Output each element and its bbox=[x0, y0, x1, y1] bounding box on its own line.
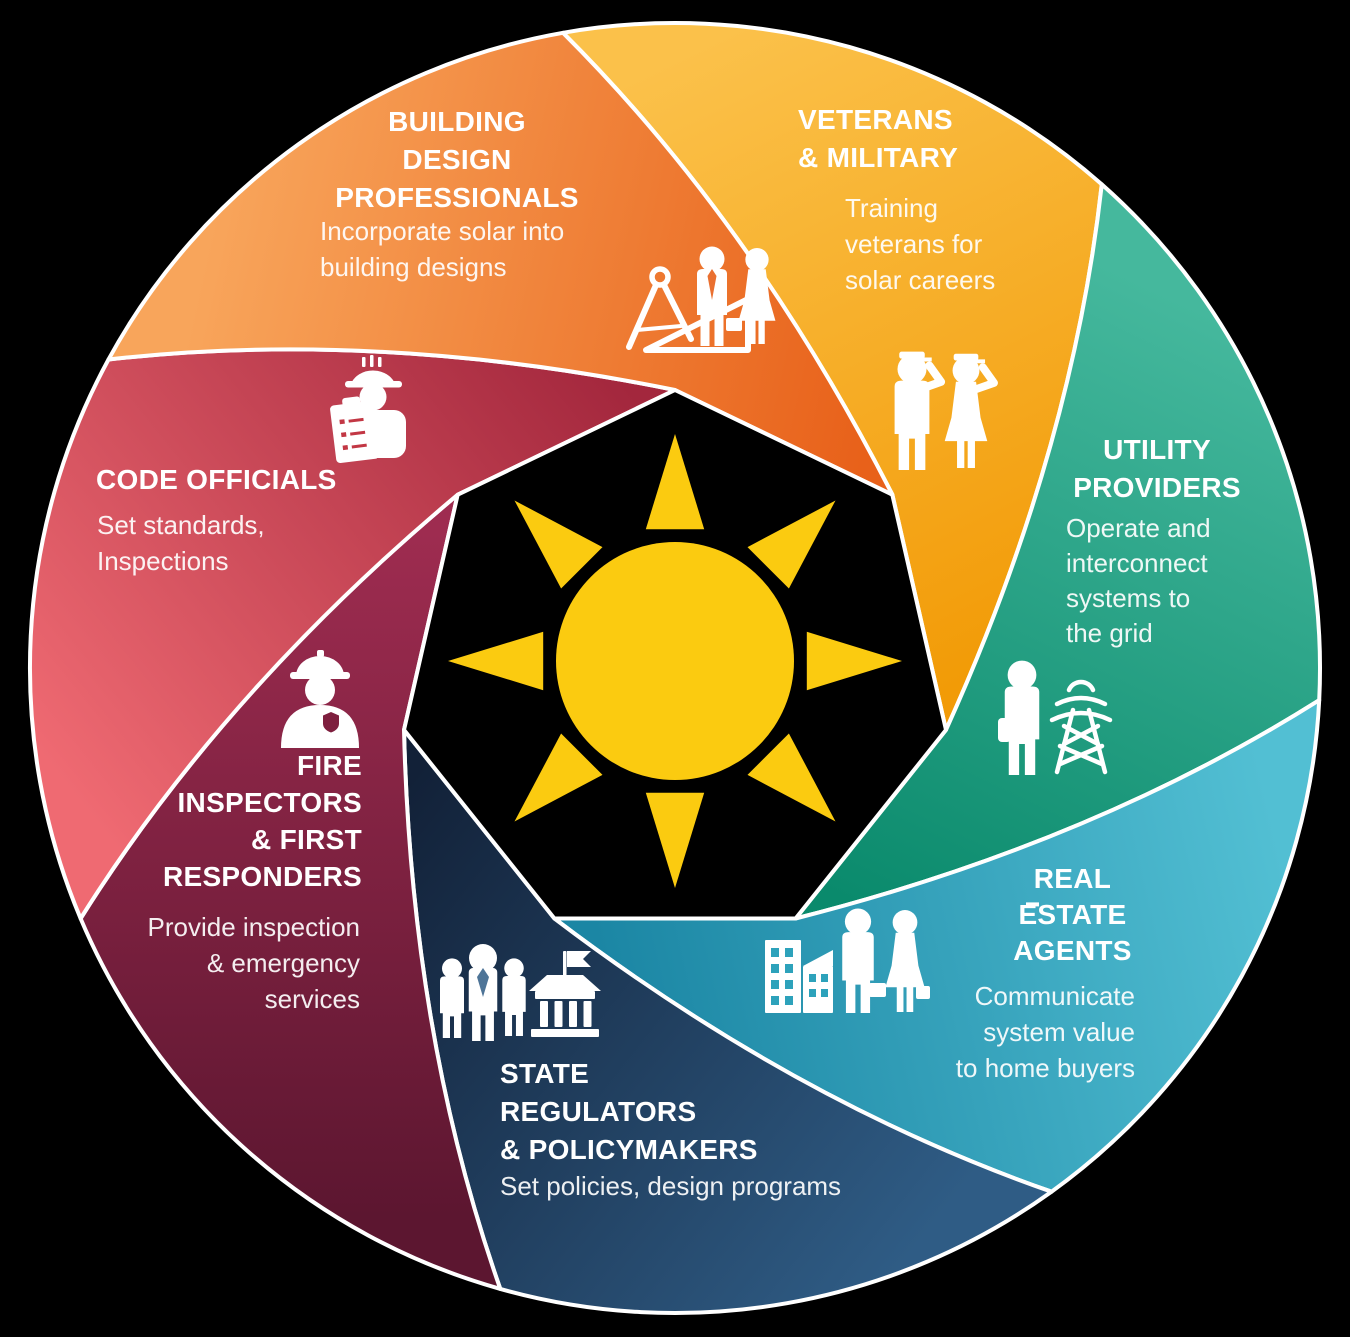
sun-icon bbox=[448, 434, 902, 888]
segment-body-fire-inspectors: Provide inspection & emergency services bbox=[147, 912, 360, 1014]
drafting-tools-and-professionals-icon bbox=[626, 246, 776, 353]
utility-worker-and-tower-icon bbox=[998, 660, 1113, 907]
segment-body-utility: Operate and interconnect systems to the … bbox=[1066, 513, 1211, 648]
officials-and-capitol-icon bbox=[440, 944, 601, 1041]
segment-heading-veterans: VETERANS & MILITARY bbox=[798, 104, 959, 173]
segment-heading-building-design: BUILDING DESIGN PROFESSIONALS bbox=[335, 106, 579, 213]
segment-heading-real-estate: REAL ESTATE AGENTS bbox=[1013, 863, 1132, 966]
segment-body-veterans: Training veterans for solar careers bbox=[845, 193, 996, 295]
segment-body-state-regulators: Set policies, design programs bbox=[500, 1171, 842, 1201]
segment-heading-fire-inspectors: FIRE INSPECTORS & FIRST RESPONDERS bbox=[162, 750, 362, 892]
segment-heading-utility: UTILITY PROVIDERS bbox=[1073, 434, 1241, 503]
fire-inspector-icon bbox=[281, 650, 359, 748]
segment-heading-code-officials: CODE OFFICIALS bbox=[96, 464, 337, 495]
segment-body-real-estate: Communicate system value to home buyers bbox=[955, 981, 1135, 1083]
buildings-and-agents-icon bbox=[765, 908, 930, 1013]
segment-heading-state-regulators: STATE REGULATORS & POLICYMAKERS bbox=[500, 1058, 758, 1165]
saluting-veterans-icon bbox=[894, 351, 998, 470]
segment-body-code-officials: Set standards, Inspections bbox=[97, 510, 265, 576]
code-official-clipboard-icon bbox=[330, 355, 406, 464]
segment-body-building-design: Incorporate solar into building designs bbox=[320, 216, 565, 282]
